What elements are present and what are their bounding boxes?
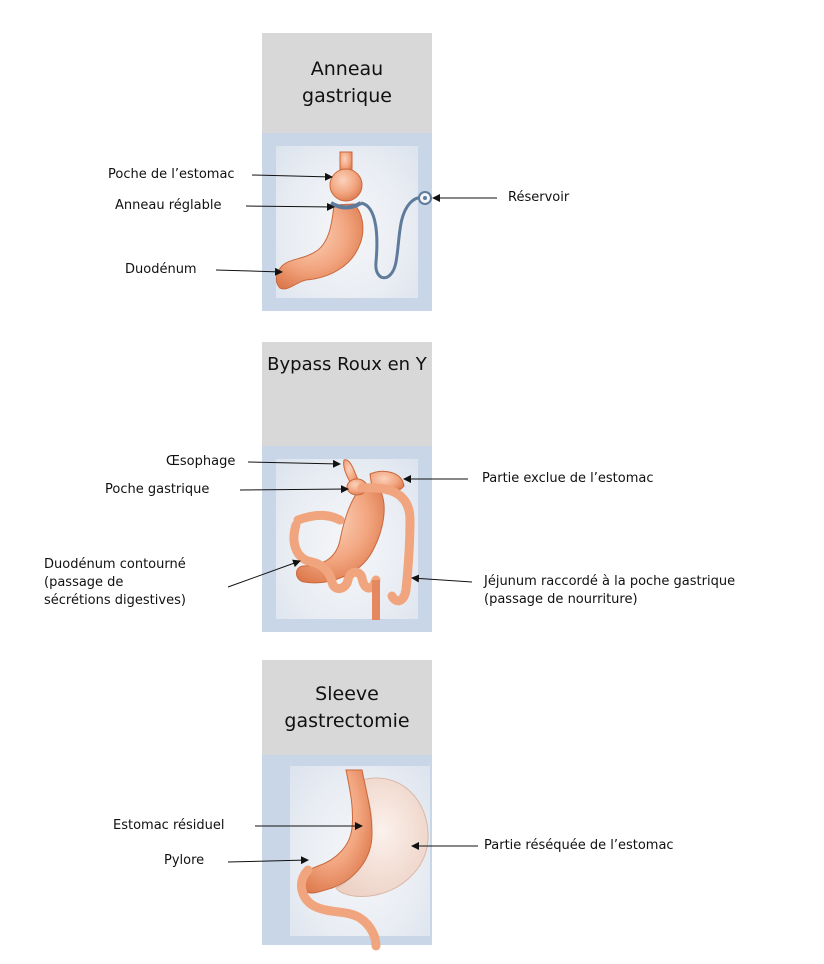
arrow-pylore [227, 856, 309, 865]
title-line: Sleeve [315, 682, 379, 705]
label-line: sécrétions digestives) [44, 593, 186, 608]
band-tube-shape [360, 196, 425, 280]
label-poche-estomac: Poche de l’estomac [108, 167, 235, 182]
panel-title-anneau: Anneau gastrique [262, 33, 432, 133]
label-pylore: Pylore [164, 853, 205, 868]
sleeve-illustration [296, 769, 429, 951]
arrow-oesophage [247, 459, 341, 468]
title-line: Anneau [310, 58, 384, 80]
stomach-shape [275, 203, 364, 290]
excluded-stomach-shape [296, 485, 385, 584]
stomach-pouch-shape [329, 168, 363, 202]
label-line: (passage de [44, 575, 124, 590]
label-oesophage: Œsophage [166, 454, 236, 469]
label-duodenum-contourne: Duodénum contourné (passage de sécrétion… [44, 556, 186, 610]
arrow-duodenum [215, 267, 283, 276]
panel-title-bypass: Bypass Roux en Y [262, 342, 432, 446]
label-line: Jéjunum raccordé à la poche gastrique [484, 574, 736, 589]
label-estomac-residuel: Estomac résiduel [113, 818, 225, 833]
jejunum-limb-shape [357, 483, 415, 606]
duodenum-loop-shape [289, 520, 381, 593]
label-reservoir: Réservoir [508, 190, 570, 205]
label-duodenum: Duodénum [125, 262, 197, 277]
arrow-jejunum [411, 574, 473, 583]
label-partie-exclue: Partie exclue de l’estomac [482, 471, 654, 486]
title-line: gastrique [302, 85, 392, 107]
gastric-band-illustration [275, 151, 432, 290]
pylorus-duodenum-shape [296, 865, 381, 951]
label-anneau-reglable: Anneau réglable [115, 198, 222, 213]
label-line: (passage de nourriture) [484, 592, 638, 607]
label-poche-gastrique: Poche gastrique [105, 482, 210, 497]
arrow-duodenum-contourne [227, 559, 301, 588]
arrow-poche-gastrique [239, 485, 349, 494]
bypass-illustration [289, 459, 415, 620]
title-line: Bypass Roux en Y [267, 354, 427, 375]
arrow-anneau-reglable [245, 202, 335, 211]
arrow-poche-estomac [251, 172, 333, 181]
label-jejunum: Jéjunum raccordé à la poche gastrique (p… [484, 573, 735, 609]
label-line: Duodénum contourné [44, 557, 186, 572]
title-line: gastrectomie [284, 709, 410, 732]
label-partie-resequee: Partie réséquée de l’estomac [484, 838, 674, 853]
panel-title-sleeve: Sleeve gastrectomie [262, 660, 432, 755]
